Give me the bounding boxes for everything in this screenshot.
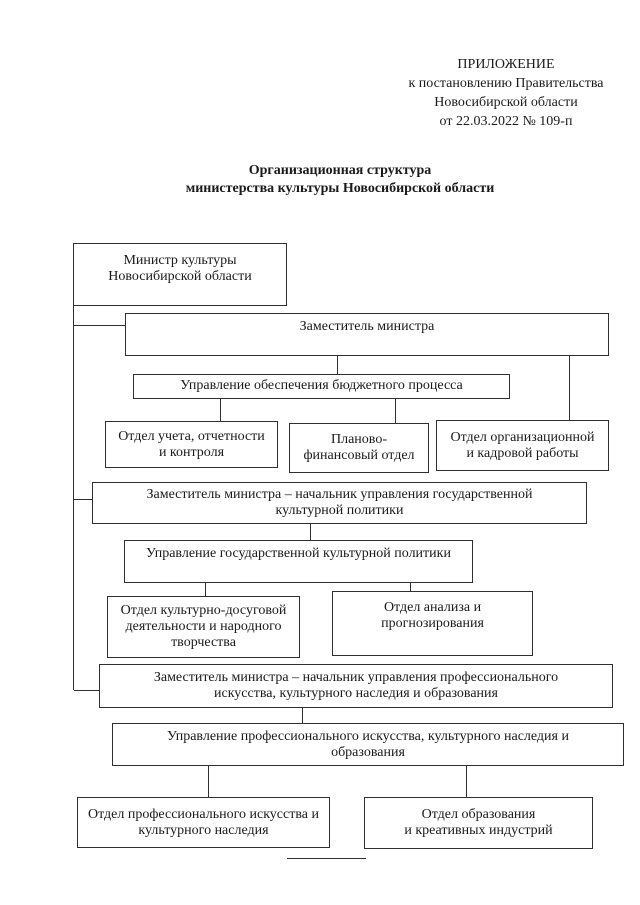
- connector-line: [205, 583, 206, 596]
- org-box-org-hr-dept: Отдел организационной и кадровой работы: [436, 420, 609, 471]
- connector-stub-deputy-minister: [74, 325, 125, 326]
- connector-stub-deputy-professional: [74, 690, 99, 691]
- connector-line: [302, 708, 303, 723]
- org-box-cultural-policy-dept: Управление государственной культурной по…: [124, 540, 473, 583]
- connector-line: [220, 399, 221, 421]
- org-box-planning-finance-dept: Планово- финансовый отдел: [289, 423, 429, 473]
- footnote-separator: [287, 858, 366, 859]
- connector-line: [410, 583, 411, 591]
- connector-left-rail: [73, 306, 74, 690]
- org-box-minister: Министр культуры Новосибирской области: [73, 243, 287, 306]
- org-box-budget-process-dept: Управление обеспечения бюджетного процес…: [133, 374, 510, 399]
- connector-line: [337, 356, 338, 374]
- connector-line: [208, 766, 209, 797]
- org-box-art-heritage-dept: Отдел профессионального искусства и куль…: [77, 797, 330, 848]
- org-box-deputy-professional-art: Заместитель министра – начальник управле…: [99, 664, 613, 708]
- page-title: Организационная структура министерства к…: [185, 163, 495, 196]
- org-box-deputy-minister: Заместитель министра: [125, 313, 609, 356]
- org-box-accounting-dept: Отдел учета, отчетности и контроля: [105, 421, 278, 468]
- connector-line: [466, 766, 467, 797]
- connector-line: [569, 356, 570, 420]
- connector-line: [310, 524, 311, 540]
- connector-line: [395, 399, 396, 423]
- org-box-analysis-forecasting-dept: Отдел анализа и прогнозирования: [332, 591, 533, 656]
- org-box-leisure-folk-art-dept: Отдел культурно-досуговой деятельности и…: [107, 596, 300, 658]
- org-box-deputy-cultural-policy: Заместитель министра – начальник управле…: [92, 482, 587, 524]
- appendix-header: ПРИЛОЖЕНИЕ к постановлению Правительства…: [408, 57, 604, 129]
- org-box-professional-art-dept: Управление профессионального искусства, …: [112, 723, 624, 766]
- org-box-education-creative-dept: Отдел образования и креативных индустрий: [364, 797, 593, 849]
- connector-stub-deputy-cultural: [74, 499, 92, 500]
